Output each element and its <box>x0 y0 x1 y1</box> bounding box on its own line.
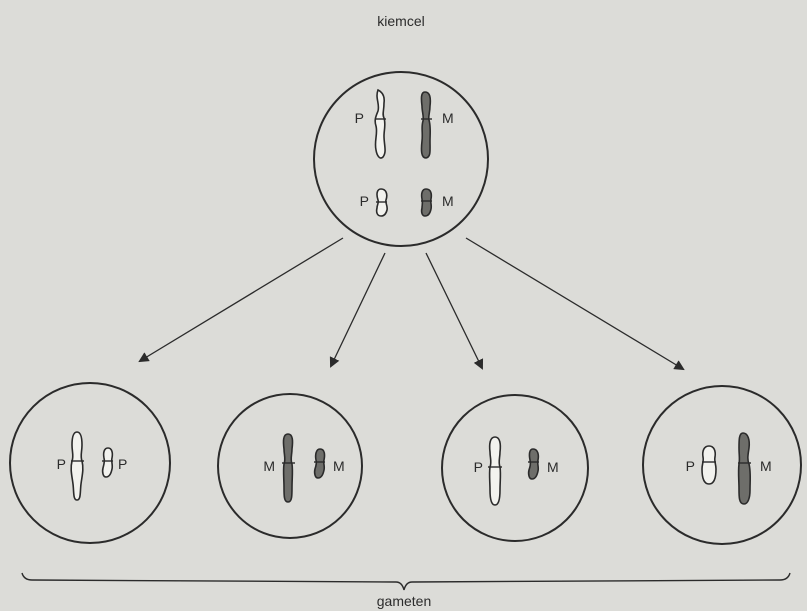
gamete-1: P P <box>9 382 171 544</box>
germ-cell <box>313 71 489 247</box>
gamete-2-label-long: M <box>263 458 275 474</box>
gamete-3-label-short: M <box>547 459 559 475</box>
arrow-to-gamete-2 <box>329 252 386 368</box>
germ-chromosome-maternal-short <box>420 188 433 217</box>
arrow-to-gamete-4 <box>465 237 685 371</box>
arrow-to-gamete-1 <box>138 237 344 363</box>
germ-chromosome-paternal-long <box>374 88 386 159</box>
gamete-1-label-long: P <box>57 456 66 472</box>
arrow-to-gamete-3 <box>425 252 484 370</box>
gamete-1-label-short: P <box>118 456 127 472</box>
germ-chromosome-paternal-short <box>375 188 389 217</box>
gamete-2: M M <box>217 393 363 539</box>
gamete-4-label-short: M <box>760 458 772 474</box>
arrows <box>138 237 685 371</box>
gamete-3-label-long: P <box>474 459 483 475</box>
gamete-4: P M <box>642 385 802 545</box>
gamete-4-label-long: P <box>686 458 695 474</box>
germ-cell-title: kiemcel <box>377 13 424 29</box>
germ-chromosome-maternal-long <box>420 91 432 159</box>
gametes-label: gameten <box>377 593 431 609</box>
germ-label-m2: M <box>442 193 454 209</box>
germ-label-m1: M <box>442 110 454 126</box>
germ-label-p1: P <box>355 110 364 126</box>
germ-label-p2: P <box>360 193 369 209</box>
gametes-bracket <box>21 572 791 591</box>
gamete-2-label-short: M <box>333 458 345 474</box>
gamete-3: P M <box>441 394 589 542</box>
